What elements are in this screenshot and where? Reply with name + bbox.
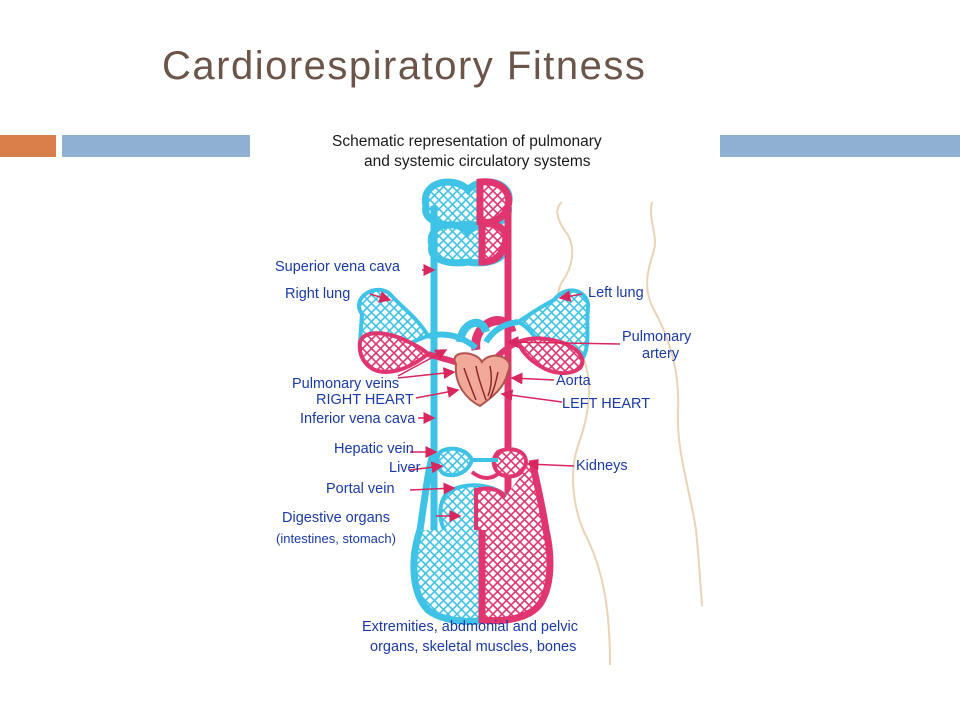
accent-bar-orange	[0, 135, 56, 157]
heart-shape	[453, 352, 511, 408]
footer-line-2: organs, skeletal muscles, bones	[370, 639, 577, 655]
accent-bar-blue-left	[62, 135, 250, 157]
label-right-heart: RIGHT HEART	[316, 392, 414, 408]
label-portal-vein: Portal vein	[326, 481, 395, 497]
body-outline-back	[646, 201, 703, 607]
label-pulmonary-artery-2: artery	[642, 346, 680, 362]
label-pulmonary-veins: Pulmonary veins	[292, 376, 400, 392]
caption-line-2: and systemic circulatory systems	[364, 153, 591, 170]
label-inferior-vena-cava: Inferior vena cava	[300, 411, 416, 427]
circulation-diagram: Schematic representation of pulmonary an…	[250, 110, 720, 665]
label-aorta: Aorta	[556, 373, 591, 389]
label-liver: Liver	[389, 460, 421, 476]
label-left-lung: Left lung	[588, 285, 644, 301]
accent-bar-blue-right	[720, 135, 960, 157]
label-pulmonary-artery-1: Pulmonary	[622, 329, 692, 345]
body-outline-front	[556, 201, 611, 665]
label-hepatic-vein: Hepatic vein	[334, 441, 414, 457]
caption-line-1: Schematic representation of pulmonary	[332, 133, 602, 150]
label-superior-vena-cava: Superior vena cava	[275, 259, 400, 275]
footer-line-1: Extremities, abdmonial and pelvic	[362, 619, 578, 635]
slide-title: Cardiorespiratory Fitness	[162, 44, 647, 88]
label-left-heart: LEFT HEART	[562, 396, 651, 412]
label-digestive-detail: (intestines, stomach)	[276, 531, 396, 546]
label-kidneys: Kidneys	[576, 458, 628, 474]
label-digestive-organs: Digestive organs	[282, 510, 390, 526]
label-right-lung: Right lung	[285, 286, 351, 302]
circulation-drawing	[357, 178, 703, 665]
